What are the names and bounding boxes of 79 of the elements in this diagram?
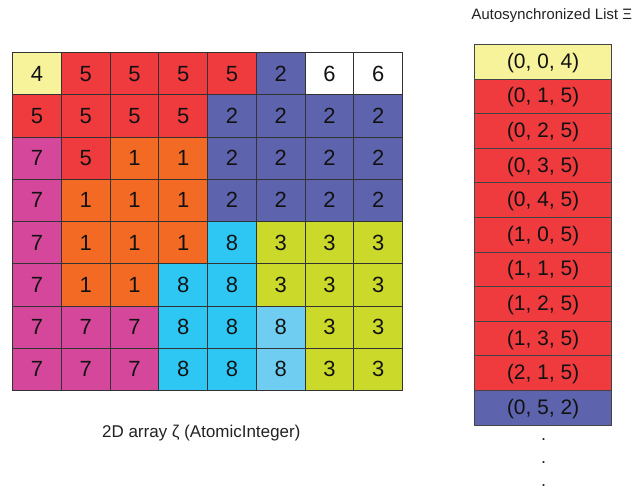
grid-cell: 3 bbox=[256, 221, 306, 264]
grid-cell: 3 bbox=[304, 263, 354, 306]
grid-cell: 8 bbox=[158, 348, 208, 391]
list-entry: (0, 4, 5) bbox=[474, 182, 612, 218]
grid-cell: 5 bbox=[60, 136, 110, 180]
grid-cell: 5 bbox=[158, 52, 208, 96]
grid-cell: 1 bbox=[110, 136, 160, 180]
grid-cell: 2 bbox=[256, 94, 306, 138]
ellipsis-dot: . bbox=[541, 447, 546, 468]
list-entry: (1, 0, 5) bbox=[474, 217, 612, 253]
list-entry: (1, 3, 5) bbox=[474, 320, 612, 356]
list-entry: (1, 1, 5) bbox=[474, 252, 612, 288]
grid-cell: 8 bbox=[207, 221, 257, 264]
grid-cell: 3 bbox=[353, 348, 403, 391]
grid-cell: 3 bbox=[353, 306, 403, 349]
grid-cell: 8 bbox=[158, 306, 208, 349]
grid-cell: 3 bbox=[304, 221, 354, 264]
list-entry: (0, 1, 5) bbox=[474, 78, 612, 114]
list-entry: (2, 1, 5) bbox=[474, 355, 612, 391]
grid-cell: 5 bbox=[12, 94, 62, 138]
list-entry: (0, 3, 5) bbox=[474, 148, 612, 184]
grid-cell: 8 bbox=[158, 263, 208, 306]
grid-cell: 1 bbox=[60, 221, 110, 264]
grid-cell: 5 bbox=[158, 94, 208, 138]
grid-cell: 7 bbox=[12, 136, 62, 180]
grid-cell: 3 bbox=[304, 306, 354, 349]
grid-cell: 7 bbox=[60, 306, 110, 349]
grid-cell: 7 bbox=[60, 348, 110, 391]
grid-cell: 1 bbox=[158, 221, 208, 264]
grid-cell: 8 bbox=[207, 348, 257, 391]
grid-cell: 3 bbox=[353, 263, 403, 306]
grid-cell: 1 bbox=[60, 178, 110, 222]
grid-cell: 6 bbox=[353, 52, 403, 96]
grid-cell: 1 bbox=[60, 263, 110, 306]
grid-cell: 8 bbox=[207, 306, 257, 349]
grid-cell: 3 bbox=[353, 221, 403, 264]
grid-cell: 2 bbox=[353, 178, 403, 222]
grid-cell: 5 bbox=[60, 94, 110, 138]
grid-cell: 2 bbox=[256, 136, 306, 180]
grid-cell: 1 bbox=[110, 221, 160, 264]
grid-cell: 5 bbox=[110, 94, 160, 138]
list-entry: (0, 2, 5) bbox=[474, 113, 612, 149]
grid-cell: 3 bbox=[304, 348, 354, 391]
grid-cell: 1 bbox=[158, 136, 208, 180]
array-caption: 2D array ζ (AtomicInteger) bbox=[102, 422, 300, 442]
grid-cell: 2 bbox=[207, 94, 257, 138]
grid-cell: 2 bbox=[304, 178, 354, 222]
list-entry: (1, 2, 5) bbox=[474, 286, 612, 322]
list-entry: (0, 5, 2) bbox=[474, 390, 612, 426]
grid-cell: 2 bbox=[304, 94, 354, 138]
grid-cell: 5 bbox=[207, 52, 257, 96]
grid-cell: 2 bbox=[207, 136, 257, 180]
grid-cell: 3 bbox=[256, 263, 306, 306]
grid-cell: 7 bbox=[110, 348, 160, 391]
grid-cell: 4 bbox=[12, 52, 62, 96]
grid-cell: 5 bbox=[60, 52, 110, 96]
list-title: Autosynchronized List Ξ bbox=[471, 6, 632, 23]
grid-cell: 2 bbox=[256, 178, 306, 222]
list-entry: (0, 0, 4) bbox=[474, 44, 612, 80]
grid-cell: 7 bbox=[12, 348, 62, 391]
grid-cell: 7 bbox=[12, 263, 62, 306]
grid-cell: 2 bbox=[256, 52, 306, 96]
grid-cell: 7 bbox=[110, 306, 160, 349]
grid-cell: 5 bbox=[110, 52, 160, 96]
grid-cell: 8 bbox=[256, 348, 306, 391]
grid-cell: 2 bbox=[304, 136, 354, 180]
grid-cell: 1 bbox=[110, 263, 160, 306]
grid-cell: 7 bbox=[12, 306, 62, 349]
grid-cell: 8 bbox=[256, 306, 306, 349]
grid-cell: 7 bbox=[12, 178, 62, 222]
ellipsis-dot: . bbox=[541, 470, 546, 491]
grid-cell: 2 bbox=[353, 94, 403, 138]
grid-cell: 2 bbox=[353, 136, 403, 180]
ellipsis-dot: . bbox=[541, 424, 546, 445]
grid-cell: 2 bbox=[207, 178, 257, 222]
grid-cell: 7 bbox=[12, 221, 62, 264]
grid-cell: 1 bbox=[110, 178, 160, 222]
grid-cell: 1 bbox=[158, 178, 208, 222]
grid-cell: 8 bbox=[207, 263, 257, 306]
